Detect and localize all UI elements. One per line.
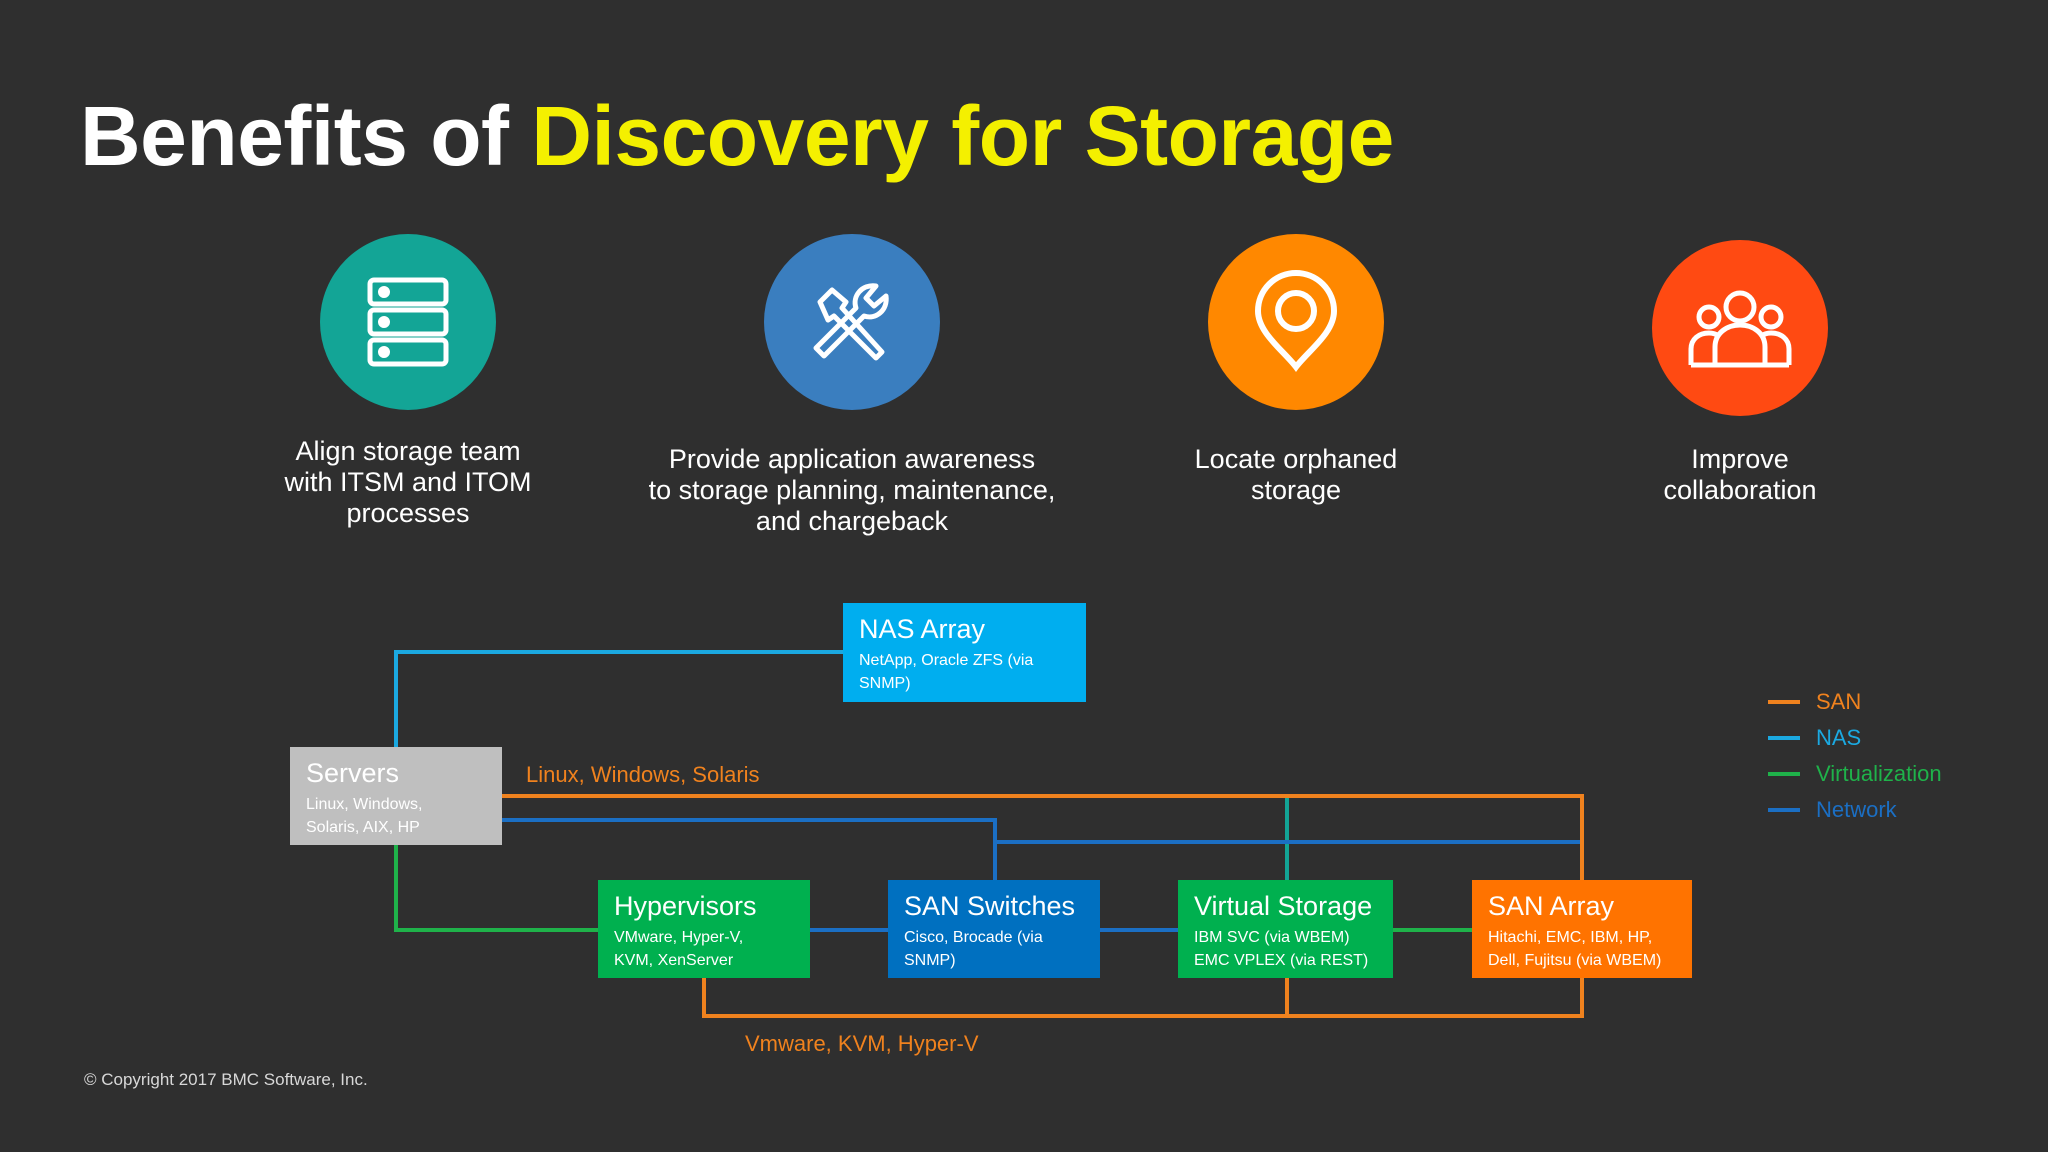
hypervisors-box: Hypervisors VMware, Hyper-V, KVM, XenSer…: [598, 880, 810, 978]
legend-item-virtualization: Virtualization: [1768, 756, 1942, 792]
server-stack-icon: [320, 234, 496, 410]
tools-icon: [764, 234, 940, 410]
benefit-align-storage: Align storage team with ITSM and ITOM pr…: [178, 234, 638, 529]
benefit-label: Locate orphaned storage: [1194, 444, 1398, 505]
legend-label: Virtualization: [1816, 761, 1942, 786]
slide-title: Benefits of Discovery for Storage: [80, 88, 1394, 185]
servers-title: Servers: [306, 758, 400, 788]
benefit-label: Improve collaboration: [1663, 444, 1817, 505]
benefit-locate-orphaned: Locate orphaned storage: [1066, 234, 1526, 506]
title-part-yellow: Discovery for Storage: [531, 89, 1394, 183]
nas-link-servers-nas: [394, 650, 843, 749]
legend-label: NAS: [1816, 725, 1862, 750]
san-switches-subtitle: Cisco, Brocade (via SNMP): [904, 929, 1043, 969]
benefit-label: Align storage team with ITSM and ITOM pr…: [284, 436, 532, 528]
legend-label: SAN: [1816, 689, 1862, 714]
hypervisors-subtitle: VMware, Hyper-V, KVM, XenServer: [614, 929, 744, 969]
legend-swatch: [1768, 772, 1800, 776]
servers-box: Servers Linux, Windows, Solaris, AIX, HP: [290, 747, 502, 845]
legend-item-san: SAN: [1768, 684, 1942, 720]
legend: SAN NAS Virtualization Network: [1768, 684, 1942, 828]
legend-item-nas: NAS: [1768, 720, 1942, 756]
san-switches-box: SAN Switches Cisco, Brocade (via SNMP): [888, 880, 1100, 978]
virtual-storage-subtitle: IBM SVC (via WBEM) EMC VPLEX (via REST): [1194, 929, 1369, 969]
servers-subtitle: Linux, Windows, Solaris, AIX, HP: [306, 796, 423, 836]
location-pin-icon: [1208, 234, 1384, 410]
people-group-icon: [1652, 240, 1828, 416]
nas-array-title: NAS Array: [859, 614, 986, 644]
title-part-white: Benefits of: [80, 89, 532, 183]
legend-swatch: [1768, 736, 1800, 740]
san-array-subtitle: Hitachi, EMC, IBM, HP, Dell, Fujitsu (vi…: [1488, 929, 1662, 969]
hypervisors-title: Hypervisors: [614, 891, 757, 921]
legend-label: Network: [1816, 797, 1897, 822]
san-array-box: SAN Array Hitachi, EMC, IBM, HP, Dell, F…: [1472, 880, 1692, 978]
virtual-storage-title: Virtual Storage: [1194, 891, 1373, 921]
benefit-collaboration: Improve collaboration: [1510, 240, 1970, 506]
san-switches-title: SAN Switches: [904, 891, 1076, 921]
legend-item-network: Network: [1768, 792, 1942, 828]
virtualization-link-servers-hypervisors: [394, 844, 598, 932]
legend-swatch: [1768, 808, 1800, 812]
servers-san-label: Linux, Windows, Solaris: [526, 762, 760, 787]
nas-array-box: NAS Array NetApp, Oracle ZFS (via SNMP): [843, 603, 1086, 702]
hypervisors-san-label: Vmware, KVM, Hyper-V: [745, 1031, 979, 1056]
san-link-servers-sanarray: [502, 794, 1584, 880]
virtual-storage-box: Virtual Storage IBM SVC (via WBEM) EMC V…: [1178, 880, 1393, 978]
benefit-label: Provide application awareness to storage…: [648, 444, 1056, 536]
network-link-servers-switches: [502, 818, 997, 880]
san-link-hypervisors-sanarray: [702, 978, 1584, 1018]
nas-array-subtitle: NetApp, Oracle ZFS (via SNMP): [859, 652, 1034, 692]
legend-swatch: [1768, 700, 1800, 704]
benefit-application-awareness: Provide application awareness to storage…: [622, 234, 1082, 537]
san-array-title: SAN Array: [1488, 891, 1615, 921]
copyright-text: © Copyright 2017 BMC Software, Inc.: [84, 1070, 368, 1089]
